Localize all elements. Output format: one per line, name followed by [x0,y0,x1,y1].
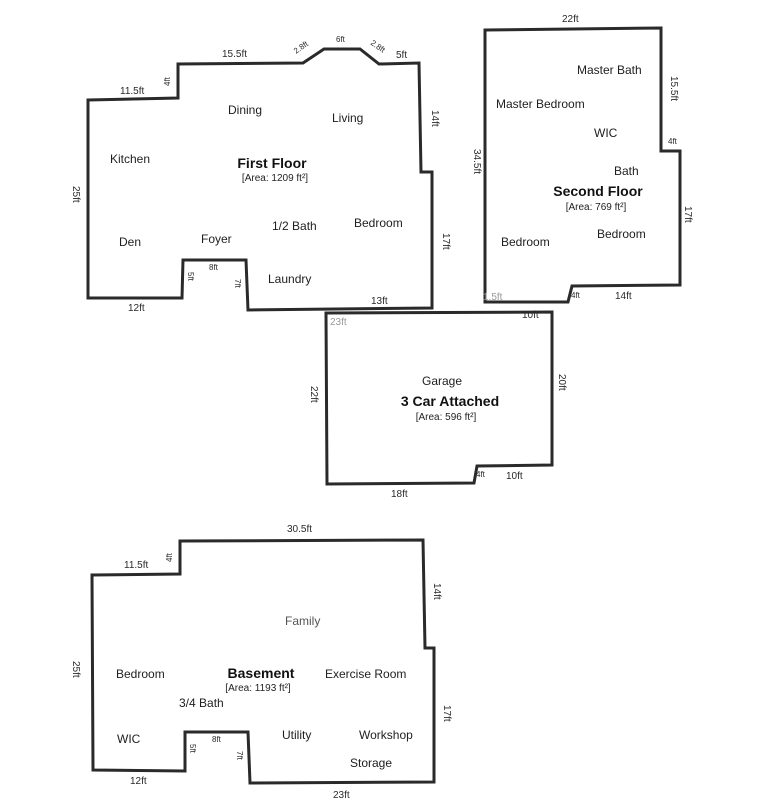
dim-left-side: 25ft [70,661,81,678]
dim-notch-right: 7ft [235,751,244,761]
room-wic: WIC [117,732,141,746]
room-storage: Storage [350,756,392,770]
dim-left-top: 11.5ft [120,86,144,97]
dim-left-step: 4ft [165,552,174,562]
room-bedroom: Bedroom [354,216,403,230]
dim-top: 30.5ft [287,524,312,535]
room-kitchen: Kitchen [110,152,150,166]
basement-title: Basement [228,665,295,681]
room-bedroom-left: Bedroom [501,235,550,249]
room-dining: Dining [228,103,262,117]
room-bath: Bath [614,164,639,178]
dim-left-side: 25ft [70,186,81,203]
dim-notch-top: 8ft [212,735,222,744]
second-floor-walls [483,26,682,304]
dim-top-right: 5ft [396,50,407,61]
garage: 23ft 10ft 22ft 20ft 18ft 4ft 10ft Garage… [308,310,567,500]
dim-left-top: 11.5ft [124,560,148,571]
first-floor: 11.5ft 4ft 15.5ft 2.8ft 6ft 2.8ft 5ft 14… [70,35,451,314]
room-workshop: Workshop [359,728,413,742]
room-three-quarter-bath: 3/4 Bath [179,696,224,710]
first-floor-title: First Floor [237,155,307,171]
dim-notch-left: 5ft [188,744,197,754]
basement-walls [90,538,436,785]
room-family: Family [285,614,320,628]
dim-angled-right: 2.8ft [369,38,388,55]
dim-left-side: 34.5ft [471,149,482,174]
room-master-bedroom: Master Bedroom [496,97,585,111]
dim-top-left: 23ft [330,317,347,328]
room-wic: WIC [594,126,618,140]
garage-label: Garage [422,374,462,388]
dim-notch-left: 5ft [186,272,195,282]
dim-bottom-left: 1.5ft [483,292,503,303]
dim-top: 22ft [562,14,579,25]
dim-bottom-step: 4ft [571,291,581,300]
first-floor-area: [Area: 1209 ft²] [242,173,308,184]
garage-area: [Area: 596 ft²] [416,412,477,423]
dim-notch: 4ft [476,470,486,479]
room-foyer: Foyer [201,232,232,246]
dim-bottom: 23ft [333,790,350,801]
room-bedroom: Bedroom [116,667,165,681]
basement-area: [Area: 1193 ft²] [225,683,291,694]
dim-angled-left: 2.8ft [292,39,311,56]
dim-right-lower: 17ft [441,705,452,722]
room-den: Den [119,235,141,249]
dim-right-upper: 14ft [431,583,442,600]
second-floor-title: Second Floor [553,183,643,199]
garage-title: 3 Car Attached [401,393,499,409]
dim-top-right: 10ft [522,310,539,321]
dim-right-step: 4ft [668,137,678,146]
first-floor-walls [86,47,434,312]
dim-right-lower: 17ft [682,206,693,223]
dim-bottom-left: 12ft [128,303,145,314]
room-half-bath: 1/2 Bath [272,219,317,233]
dim-top-middle: 6ft [336,35,346,44]
dim-right-upper: 14ft [429,110,440,127]
room-living: Living [332,111,363,125]
dim-right-lower: 17ft [440,233,451,250]
dim-left-side: 22ft [308,386,319,403]
room-exercise: Exercise Room [325,667,406,681]
dim-notch-top: 8ft [209,263,219,272]
room-master-bath: Master Bath [577,63,642,77]
second-floor-area: [Area: 769 ft²] [566,202,627,213]
basement: 11.5ft 4ft 30.5ft 14ft 17ft 25ft 12ft 5f… [70,524,452,801]
room-laundry: Laundry [268,272,311,286]
dim-left-step: 4ft [163,76,172,86]
second-floor: 22ft 15.5ft 4ft 34.5ft 17ft 1.5ft 4ft 14… [471,14,693,304]
dim-notch-right: 7ft [233,279,242,289]
room-utility: Utility [282,728,311,742]
dim-top: 15.5ft [222,49,247,60]
dim-bottom-left: 12ft [130,776,147,787]
dim-right-upper: 15.5ft [668,76,679,101]
garage-walls [324,310,554,486]
room-bedroom-right: Bedroom [597,227,646,241]
dim-bottom-right: 10ft [506,471,523,482]
dim-bottom-right: 14ft [615,291,632,302]
dim-right-side: 20ft [556,374,567,391]
dim-bottom: 18ft [391,489,408,500]
dim-bottom-right: 13ft [371,296,388,307]
